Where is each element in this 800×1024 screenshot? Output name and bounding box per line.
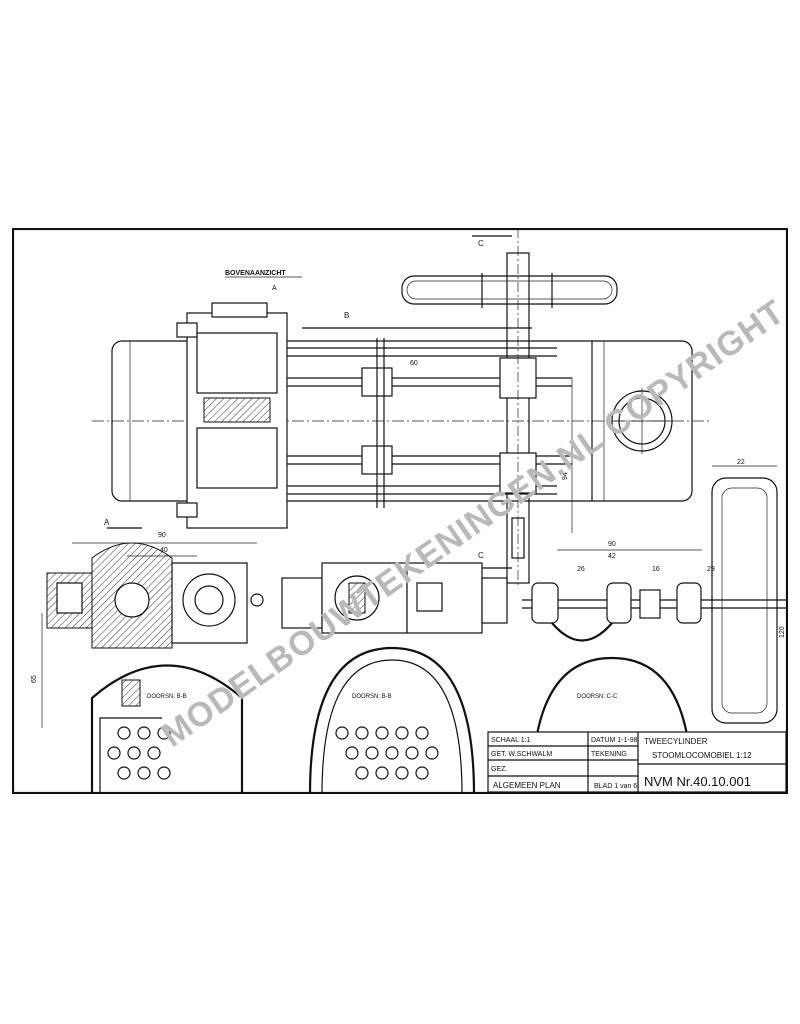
top-handle xyxy=(401,275,618,305)
cut-mark-c-bottom: C xyxy=(478,551,484,560)
title-line-2: STOOMLOCOMOBIEL 1:12 xyxy=(652,751,752,760)
dim-22: 22 xyxy=(737,459,745,466)
technical-drawing-sheet: BOVENAANZICHT A A B C C 60 94 22 120 90 xyxy=(11,227,792,795)
dim-26: 26 xyxy=(577,566,585,573)
dim-29: 29 xyxy=(707,566,715,573)
dim-65: 65 xyxy=(31,675,38,683)
view-label-right: DOORSN: C-C xyxy=(577,694,618,700)
title-block: SCHAAL 1:1 DATUM 1-1-98 GET. W.SCHWALM T… xyxy=(487,731,787,793)
title-drawing: TEKENING xyxy=(591,751,627,758)
title-checked: GEZ. xyxy=(491,766,507,773)
dim-90-left: 90 xyxy=(158,532,166,539)
top-view: BOVENAANZICHT A A B C C 60 94 xyxy=(92,228,712,588)
dim-16: 16 xyxy=(652,566,660,573)
view-label-middle: DOORSN: B-B xyxy=(352,694,392,700)
section-views: 90 40 65 90 42 26 16 29 DOORSN: B-B xyxy=(31,532,792,795)
drawing-number: NVM Nr.40.10.001 xyxy=(644,774,751,789)
title-sheet-info: BLAD 1 van 6 xyxy=(594,783,637,790)
title-date: DATUM 1-1-98 xyxy=(591,737,638,744)
dim-60: 60 xyxy=(410,360,418,367)
cut-mark-c-top: C xyxy=(478,239,484,248)
section-label: BOVENAANZICHT xyxy=(225,270,286,277)
boiler-section-middle: DOORSN: B-B xyxy=(308,646,476,795)
cut-mark-a-top: A xyxy=(272,285,277,292)
title-drawn-by: GET. W.SCHWALM xyxy=(491,751,552,758)
sheet-border xyxy=(11,227,789,795)
view-label-left: DOORSN: B-B xyxy=(147,694,187,700)
flywheel-view: 22 120 xyxy=(711,459,786,724)
cylinder-section-hatch xyxy=(203,397,271,423)
drawing-canvas: BOVENAANZICHT A A B C C 60 94 22 120 90 xyxy=(11,227,792,795)
dim-42: 42 xyxy=(608,553,616,560)
title-scale: SCHAAL 1:1 xyxy=(491,737,531,744)
cut-mark-b-top: B xyxy=(344,311,349,320)
boiler-section-left: DOORSN: B-B xyxy=(90,664,244,794)
dim-120: 120 xyxy=(779,626,786,638)
title-line-1: TWEECYLINDER xyxy=(644,737,708,746)
title-plan-label: ALGEMEEN PLAN xyxy=(493,781,561,790)
dim-94: 94 xyxy=(562,472,569,480)
boiler-section-right: DOORSN: C-C xyxy=(530,656,694,795)
cut-mark-a-left: A xyxy=(104,518,110,527)
dim-40: 40 xyxy=(160,547,168,554)
dim-90-right: 90 xyxy=(608,541,616,548)
